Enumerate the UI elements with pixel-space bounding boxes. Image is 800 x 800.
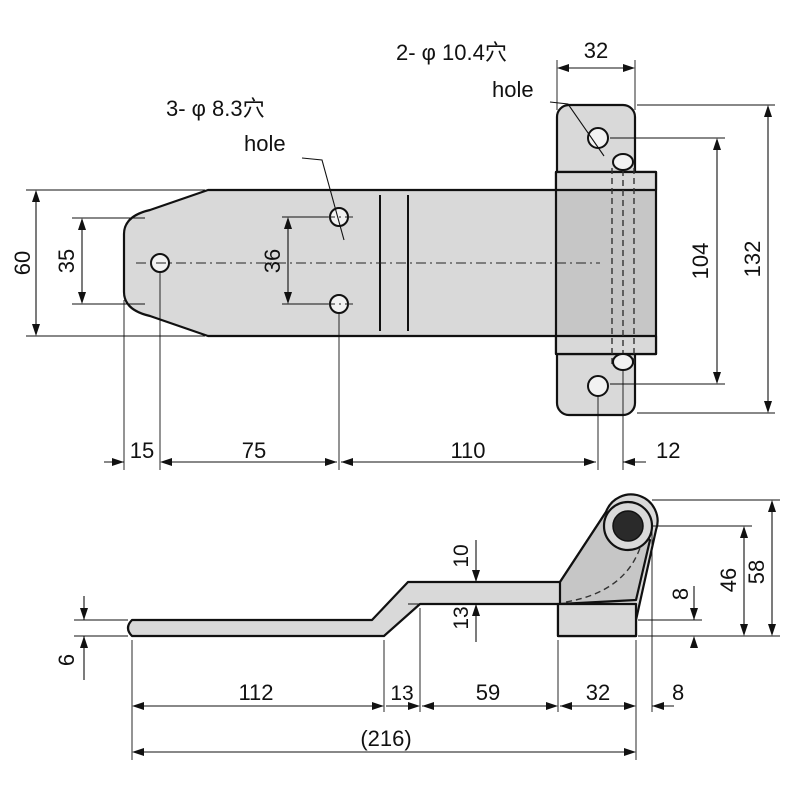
knuckle-band	[554, 334, 658, 356]
label-dim-132: 132	[740, 241, 765, 278]
leader-line	[301, 157, 345, 241]
label-hole-word-small: hole	[244, 131, 286, 156]
label-dim-15: 15	[130, 438, 154, 463]
pin-end	[612, 153, 634, 171]
label-dim-8-vertical: 8	[668, 588, 693, 600]
top-view: 3- φ 8.3穴 hole 2- φ 10.4穴 hole 32 60 35 …	[10, 38, 775, 470]
label-dim-13-vertical: 13	[450, 606, 473, 629]
hinge-base-plate	[556, 602, 638, 638]
bracket-hole	[587, 375, 609, 397]
label-dim-32-side: 32	[586, 680, 610, 705]
hidden-arc	[565, 547, 641, 603]
label-dim-75: 75	[242, 438, 266, 463]
label-dim-104: 104	[688, 243, 713, 280]
label-dim-46: 46	[716, 568, 741, 592]
dim-line-36	[284, 217, 292, 304]
label-dim-10: 10	[450, 544, 473, 567]
label-dim-12: 12	[656, 438, 680, 463]
dim-line-60	[32, 190, 40, 336]
dim-line-46	[740, 526, 748, 636]
label-dim-112: 112	[238, 680, 273, 705]
label-dim-59: 59	[476, 680, 500, 705]
label-dim-35: 35	[54, 249, 79, 273]
hinge-side-profile	[126, 493, 659, 638]
label-dim-6: 6	[54, 654, 79, 666]
label-hole-word-large: hole	[492, 77, 534, 102]
dim-line-6	[80, 596, 88, 680]
dim-line-10-13	[472, 540, 480, 642]
dim-line-132	[764, 105, 772, 413]
pivot-pin	[612, 510, 644, 542]
label-dim-110: 110	[450, 438, 485, 463]
pin-end	[612, 353, 634, 371]
label-dim-13: 13	[390, 682, 413, 705]
dim-line-35	[78, 218, 86, 304]
dim-chain-bottom	[104, 458, 646, 466]
hinge-barrel	[554, 170, 658, 356]
label-dim-8-horizontal: 8	[672, 680, 684, 705]
leader-line	[549, 101, 605, 157]
label-dim-32-top: 32	[584, 38, 608, 63]
label-dim-36: 36	[260, 249, 285, 273]
side-view: 6 10 13 8 46 58 112 13 59 32 8 (216)	[54, 493, 780, 760]
dim-line-32-top	[557, 64, 635, 72]
label-hole-spec-large: 2- φ 10.4穴	[396, 40, 507, 65]
label-dim-216: (216)	[360, 726, 411, 751]
dim-chain-side	[132, 702, 674, 710]
label-dim-58: 58	[744, 560, 769, 584]
dim-line-216	[132, 748, 636, 756]
dim-line-8-vertical	[690, 586, 698, 648]
dim-line-104	[713, 138, 721, 384]
knuckle-band	[554, 170, 658, 192]
label-hole-spec-small: 3- φ 8.3穴	[166, 96, 265, 121]
dim-line-58	[768, 500, 776, 636]
label-dim-60: 60	[10, 251, 35, 275]
